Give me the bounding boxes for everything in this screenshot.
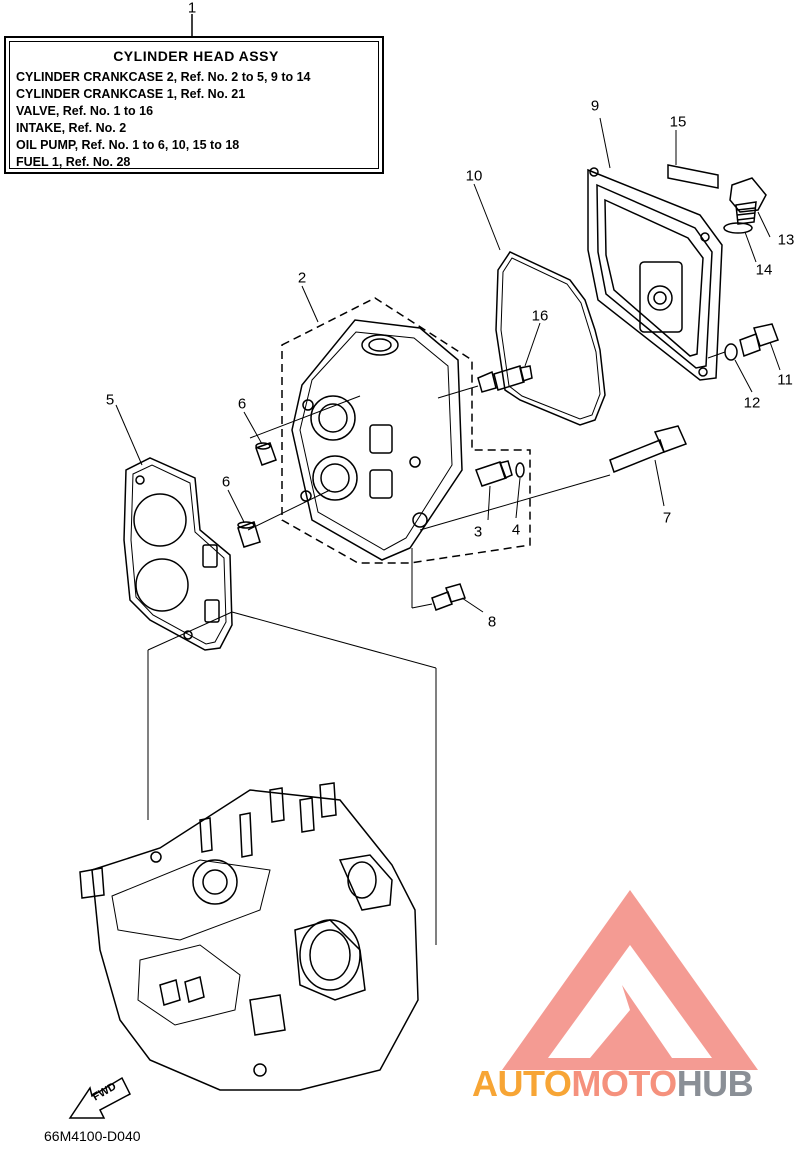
part-16-spark-plug <box>477 365 533 393</box>
callout-6-upper: 6 <box>237 395 247 413</box>
caption-line: INTAKE, Ref. No. 2 <box>16 121 127 135</box>
part-5-head-gasket <box>123 457 233 651</box>
part-9-cover <box>587 167 723 381</box>
part-4-clip <box>515 462 525 478</box>
part-3-valve-item <box>475 460 513 487</box>
watermark-part-2: MOTO <box>571 1063 677 1104</box>
part-6-dowel-lower <box>237 521 261 548</box>
caption-line: FUEL 1, Ref. No. 28 <box>16 155 131 169</box>
watermark-logo <box>502 890 758 1070</box>
callout-16: 16 <box>531 307 549 325</box>
callout-15: 15 <box>669 113 687 131</box>
callout-5: 5 <box>105 391 115 409</box>
callout-8: 8 <box>487 613 497 631</box>
callout-1: 1 <box>187 0 197 17</box>
part-13-filler-cap <box>729 177 767 225</box>
part-8-bolt <box>431 583 466 611</box>
callout-3: 3 <box>473 523 483 541</box>
callout-4: 4 <box>511 521 521 539</box>
callout-11: 11 <box>777 371 793 389</box>
watermark-part-3: HUB <box>676 1063 754 1104</box>
leader-lines <box>115 117 781 945</box>
part-11-bolt <box>739 323 779 357</box>
caption-line: CYLINDER CRANKCASE 2, Ref. No. 2 to 5, 9… <box>16 70 311 84</box>
callout-9: 9 <box>590 97 600 115</box>
caption-line: OIL PUMP, Ref. No. 1 to 6, 10, 15 to 18 <box>16 138 240 152</box>
crankcase-assembly <box>79 782 419 1091</box>
caption-line: CYLINDER CRANKCASE 1, Ref. No. 21 <box>16 87 246 101</box>
callout-10: 10 <box>465 167 483 185</box>
callout-2: 2 <box>297 269 307 287</box>
callout-7: 7 <box>662 509 672 527</box>
part-12-washer <box>724 343 738 361</box>
watermark-part-1: AUTO <box>472 1063 572 1104</box>
part-10-gasket <box>495 251 606 426</box>
part-6-dowel-upper <box>255 442 277 466</box>
figure-code: 66M4100-D040 <box>44 1128 141 1144</box>
caption-title: CYLINDER HEAD ASSY <box>113 48 279 64</box>
part-7-bolt <box>609 425 688 473</box>
callout-14: 14 <box>755 261 773 279</box>
callout-6-lower: 6 <box>221 473 231 491</box>
callout-13: 13 <box>777 231 795 249</box>
part-2-cylinder-head <box>291 319 463 561</box>
caption-line: VALVE, Ref. No. 1 to 16 <box>16 104 154 118</box>
watermark-brand: AUTOMOTOHUB <box>472 1063 754 1105</box>
part-14-o-ring <box>723 222 753 234</box>
part-2-enclosure <box>281 297 531 564</box>
callout-12: 12 <box>743 394 761 412</box>
assembly-caption-box: CYLINDER HEAD ASSY CYLINDER CRANKCASE 2,… <box>4 36 384 174</box>
fwd-arrow-icon <box>68 1076 131 1119</box>
part-15-sticker <box>667 164 719 189</box>
